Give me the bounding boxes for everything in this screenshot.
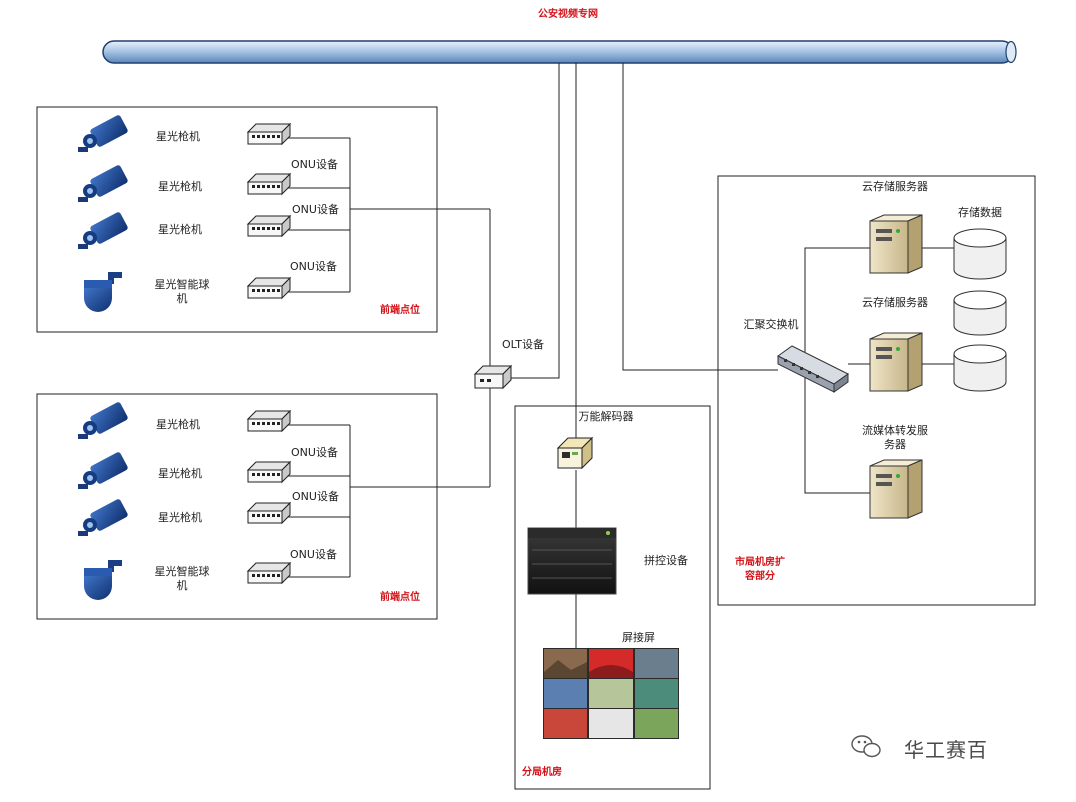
site2-dome-camera-label: 星光智能球机	[154, 565, 210, 592]
olt-device	[473, 364, 513, 390]
site1-onu-device-4	[246, 276, 292, 300]
site2-onu-device-1	[246, 409, 292, 433]
site2-onu-label-3: ONU设备	[290, 548, 337, 561]
aggregation-switch-device	[777, 345, 849, 393]
cloud-server-2-label: 云存储服务器	[862, 296, 928, 309]
site2-camera-label-3: 星光枪机	[158, 511, 202, 524]
splicing-controller-rack	[527, 527, 617, 595]
video-wall-screens	[543, 648, 679, 739]
cloud-storage-server-2	[869, 332, 923, 392]
city-room-zone-label: 市局机房扩容部分	[735, 557, 785, 582]
decoder-label: 万能解码器	[578, 410, 634, 423]
site1-camera-label-3: 星光枪机	[158, 223, 202, 236]
site2-dome-camera	[84, 560, 122, 600]
site1-dome-camera-label: 星光智能球机	[154, 278, 210, 305]
site1-camera-label-2: 星光枪机	[158, 180, 202, 193]
stream-server-label: 流媒体转发服务器	[862, 424, 928, 451]
site1-onu-device-2	[246, 172, 292, 196]
site1-onu-device-1	[246, 122, 292, 146]
site2-camera-label-2: 星光枪机	[158, 467, 202, 480]
network-title: 公安视频专网	[538, 9, 598, 20]
site2-camera-3	[78, 499, 128, 536]
videowall-label: 屏接屏	[622, 631, 655, 644]
site1-camera-1	[78, 115, 128, 152]
stream-media-server	[869, 459, 923, 519]
branch-room-box	[514, 405, 711, 790]
site1-dome-camera	[84, 272, 122, 312]
olt-label: OLT设备	[502, 338, 544, 351]
watermark-text: 华工赛百	[904, 738, 988, 762]
network-backbone-pipe	[102, 40, 1017, 64]
site2-onu-label-1: ONU设备	[291, 446, 338, 459]
site1-onu-label-3: ONU设备	[290, 260, 337, 273]
storage-disk-1	[953, 228, 1007, 280]
storage-data-label: 存储数据	[958, 206, 1002, 219]
site1-zone-box	[36, 106, 438, 333]
site1-onu-label-2: ONU设备	[292, 203, 339, 216]
site2-zone-label: 前端点位	[380, 592, 420, 603]
wechat-logo-icon	[851, 735, 881, 758]
site1-camera-label-1: 星光枪机	[156, 130, 200, 143]
site1-onu-label-1: ONU设备	[291, 158, 338, 171]
cloud-server-1-label: 云存储服务器	[862, 180, 928, 193]
site2-zone-box	[36, 393, 438, 620]
branch-room-zone-label: 分局机房	[522, 767, 562, 778]
storage-disk-3	[953, 344, 1007, 392]
connection-lines	[288, 63, 954, 648]
cloud-storage-server-1	[869, 214, 923, 274]
aggregation-switch-label: 汇聚交换机	[743, 318, 799, 331]
controller-label: 拼控设备	[644, 554, 688, 567]
site2-onu-device-4	[246, 561, 292, 585]
site1-camera-2	[78, 165, 128, 202]
universal-decoder-device	[556, 436, 594, 470]
site1-onu-device-3	[246, 214, 292, 238]
site1-zone-label: 前端点位	[380, 305, 420, 316]
site2-onu-device-3	[246, 501, 292, 525]
site2-camera-label-1: 星光枪机	[156, 418, 200, 431]
city-room-box	[717, 175, 1036, 606]
site2-camera-1	[78, 402, 128, 439]
site2-onu-label-2: ONU设备	[292, 490, 339, 503]
site2-camera-2	[78, 452, 128, 489]
storage-disk-2	[953, 290, 1007, 336]
site2-onu-device-2	[246, 460, 292, 484]
site1-camera-3	[78, 212, 128, 249]
